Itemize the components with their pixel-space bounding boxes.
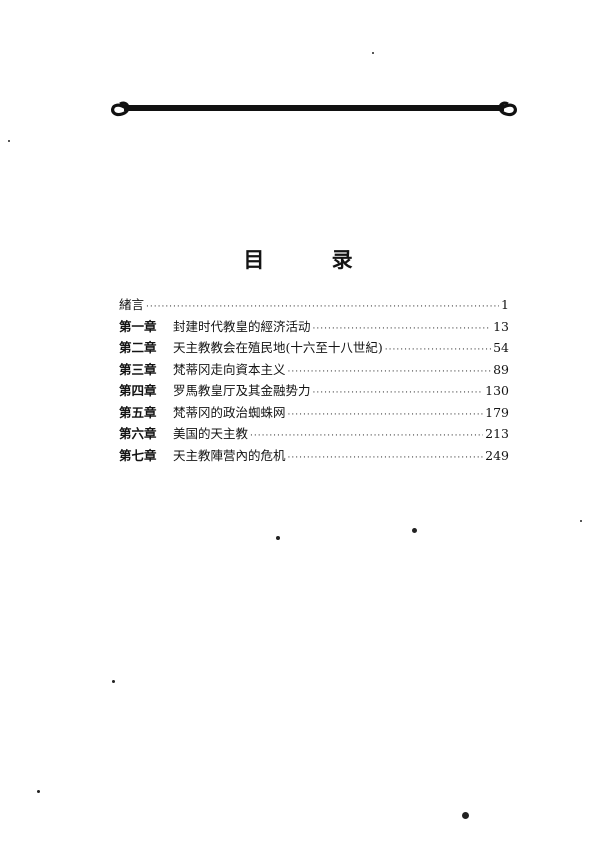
toc-label: 第三章	[119, 361, 157, 377]
toc-entry-chapter-5: 第五章 梵蒂冈的政治蜘蛛网 179	[119, 402, 509, 424]
toc-chapter-title: 天主教教会在殖民地(十六至十八世紀)	[173, 340, 383, 355]
toc-label: 第四章	[119, 383, 157, 398]
dot-leader	[288, 453, 484, 463]
scan-speck	[412, 528, 417, 533]
toc-entry-chapter-3: 第三章 梵蒂冈走向資本主义 89	[119, 359, 509, 381]
scan-speck	[112, 680, 115, 683]
scan-speck	[462, 812, 469, 819]
toc-entry-preface: 緒言 1	[119, 294, 509, 316]
toc-label: 第六章	[119, 426, 157, 441]
toc-chapter-title: 梵蒂冈的政治蜘蛛网	[173, 404, 286, 420]
toc-page-number: 179	[485, 404, 509, 420]
toc-entry-chapter-4: 第四章 罗馬教皇厅及其金融势力 130	[119, 380, 509, 402]
toc-chapter-title: 罗馬教皇厅及其金融势力	[173, 383, 311, 398]
toc-chapter-title: 美国的天主教	[173, 426, 249, 441]
page-title: 目 录	[243, 248, 383, 272]
toc-entry-chapter-7: 第七章 天主教陣营內的危机 249	[119, 445, 509, 467]
toc-label: 第二章	[119, 340, 157, 355]
dot-leader	[313, 324, 492, 334]
toc-entry-chapter-6: 第六章 美国的天主教 213	[119, 423, 509, 445]
toc-entry-chapter-2: 第二章 天主教教会在殖民地(十六至十八世紀) 54	[119, 337, 509, 359]
table-of-contents: 緒言 1 第一章 封建时代教皇的經济活动 13 第二章 天主教教会在殖民地(十六…	[119, 294, 509, 466]
scan-speck	[372, 52, 374, 54]
toc-chapter-title: 梵蒂冈走向資本主义	[173, 361, 286, 377]
toc-page-number: 54	[493, 340, 509, 355]
scan-speck	[37, 790, 40, 793]
toc-page-number: 89	[493, 361, 509, 377]
toc-page-number: 249	[485, 447, 509, 463]
toc-entry-chapter-1: 第一章 封建时代教皇的經济活动 13	[119, 316, 509, 338]
toc-page-number: 213	[485, 426, 509, 441]
toc-chapter-title: 封建时代教皇的經济活动	[173, 318, 311, 334]
dot-leader	[385, 345, 491, 355]
toc-page-number: 130	[485, 383, 509, 398]
toc-label: 第七章	[119, 447, 157, 463]
scan-speck	[276, 536, 280, 540]
dot-leader	[288, 410, 484, 420]
toc-label: 第五章	[119, 404, 157, 420]
scan-speck	[580, 520, 582, 522]
dot-leader	[288, 367, 492, 377]
toc-page-number: 13	[493, 318, 509, 334]
toc-page-number: 1	[501, 297, 509, 312]
dot-leader	[250, 431, 483, 441]
decorative-rule-ornament	[111, 101, 517, 117]
dot-leader	[313, 388, 484, 398]
dot-leader	[146, 302, 499, 312]
scan-speck	[8, 140, 10, 142]
toc-label: 第一章	[119, 318, 157, 334]
toc-label: 緒言	[119, 297, 145, 312]
toc-chapter-title: 天主教陣营內的危机	[173, 447, 286, 463]
